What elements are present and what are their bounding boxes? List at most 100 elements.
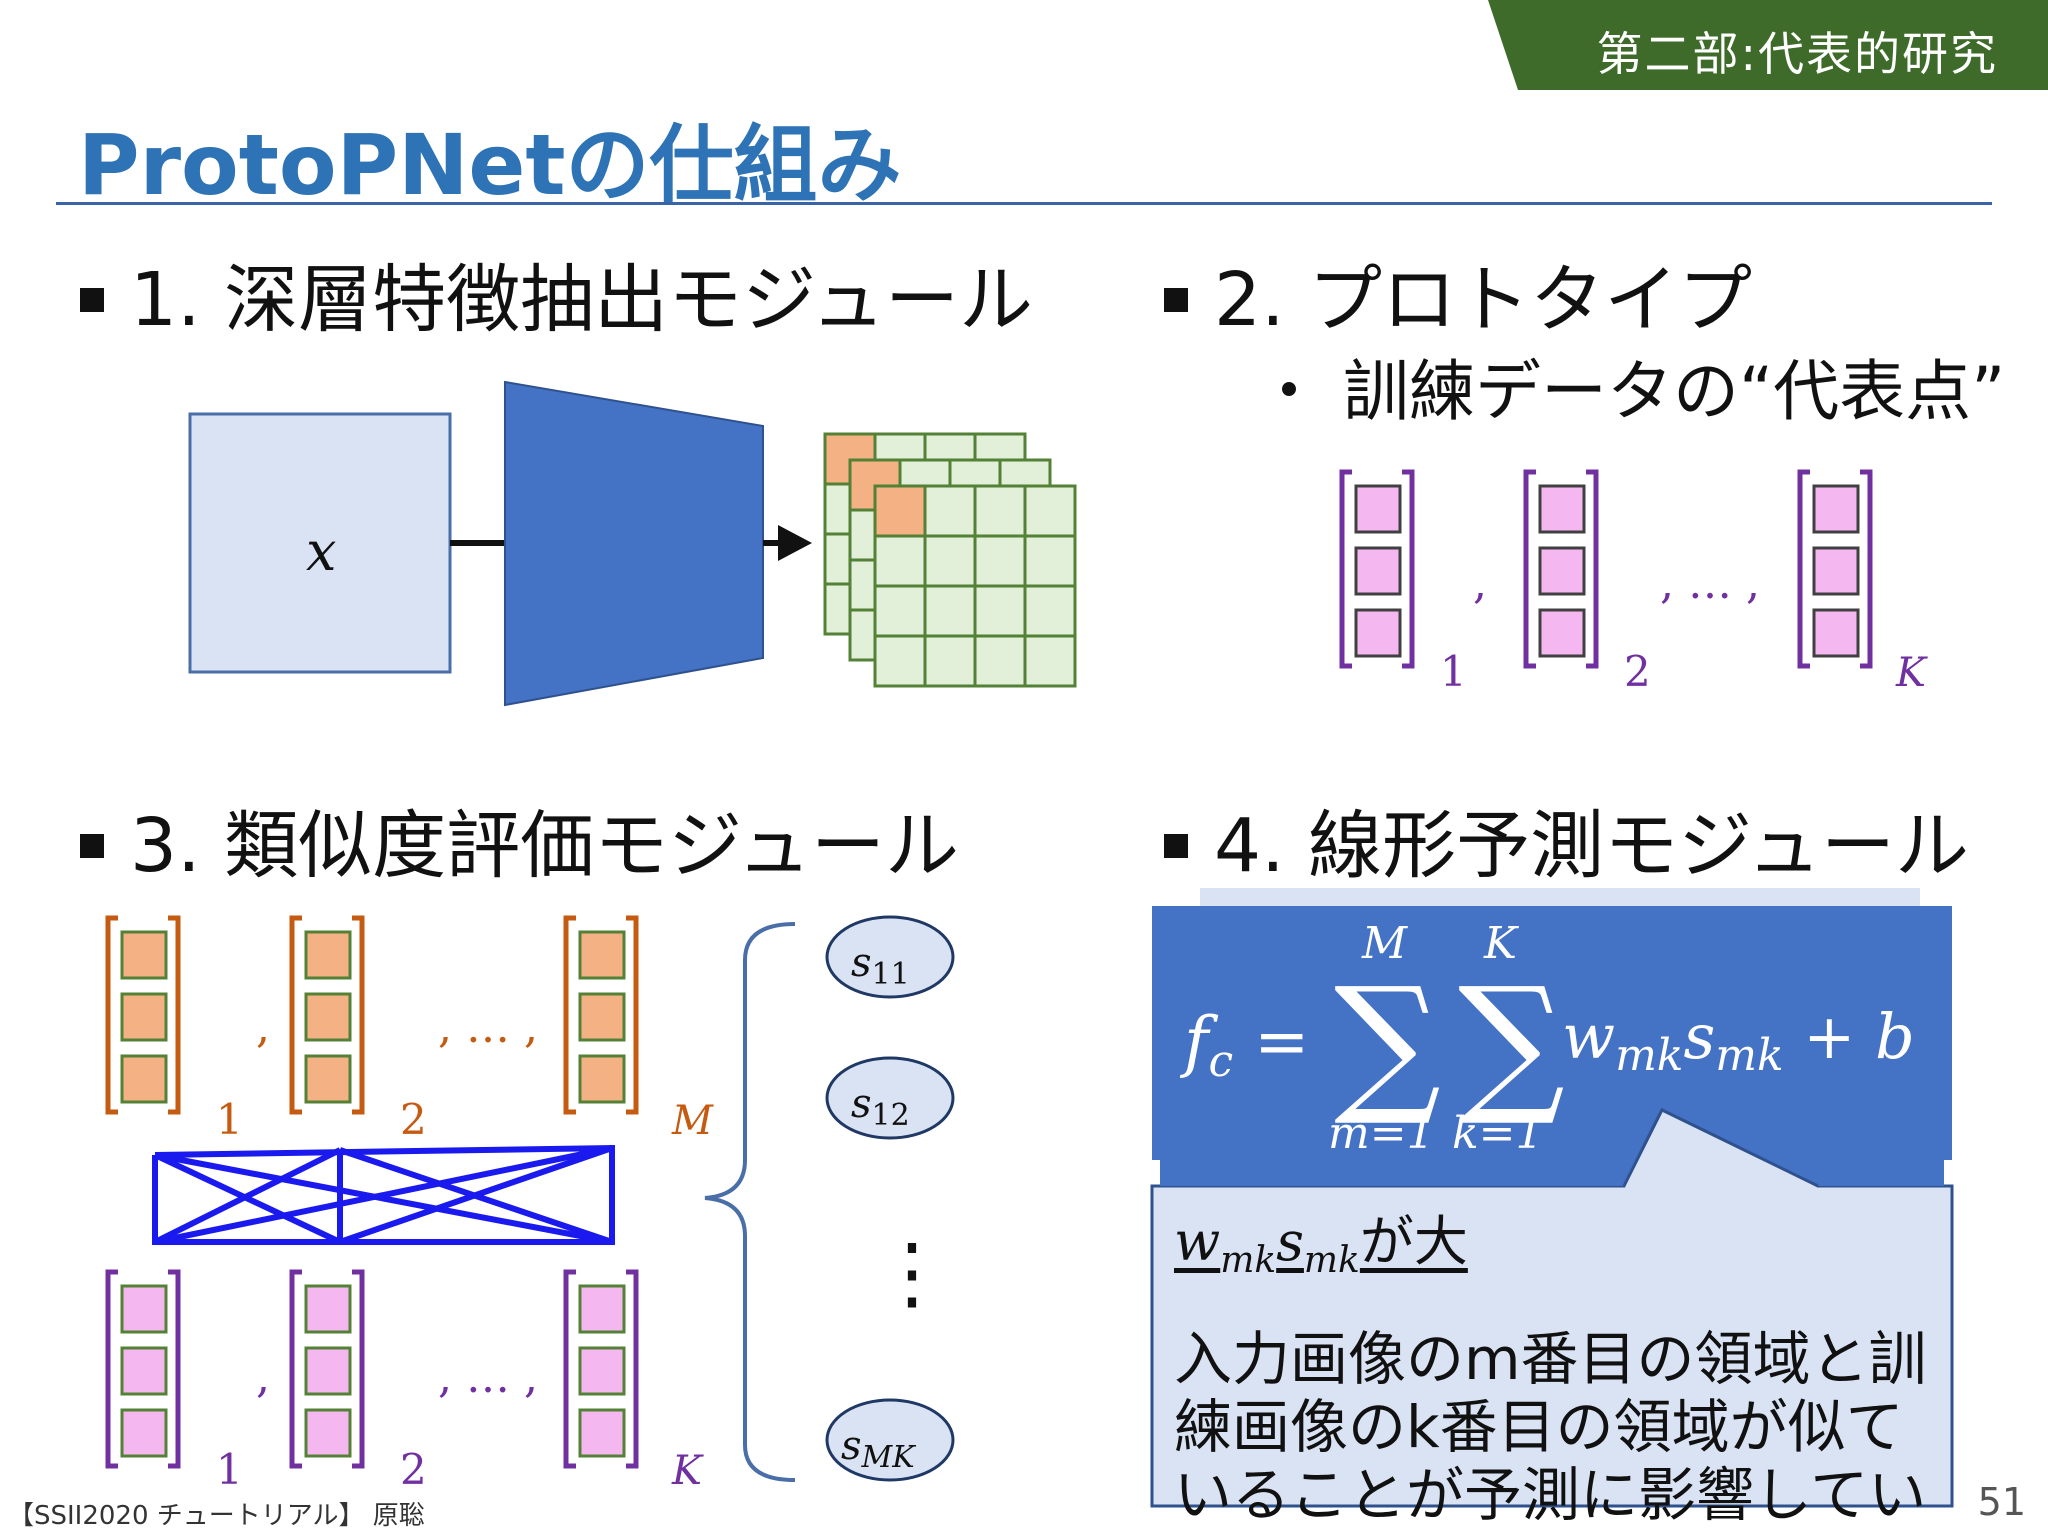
vector-cell — [1354, 546, 1402, 596]
feature-cell — [1023, 484, 1077, 538]
left-bracket — [1797, 469, 1810, 669]
vector-cell — [1354, 484, 1402, 534]
footer-credit: 【SSII2020 チュートリアル】 原聡 — [8, 1501, 425, 1531]
feature-cell — [1023, 534, 1077, 588]
sum-symbol-m: ∑ — [1334, 956, 1441, 1130]
prototype-description: ・ 訓練データの“代表点” — [1256, 353, 2006, 430]
bracketed-vector — [289, 1269, 365, 1469]
bracketed-vector — [289, 915, 365, 1115]
vector-cell — [1538, 484, 1586, 534]
right-bracket — [626, 1269, 639, 1469]
feature-cell — [923, 484, 977, 538]
vector-cell — [304, 992, 352, 1042]
formula-box — [1152, 906, 1952, 1160]
prototype-vectors — [1339, 469, 1873, 669]
vector-cell — [1354, 608, 1402, 658]
left-bracket — [563, 915, 576, 1115]
right-bracket — [1586, 469, 1599, 669]
left-bracket — [289, 915, 302, 1115]
score-ellipse-s11 — [825, 915, 955, 999]
bracketed-vector — [105, 1269, 181, 1469]
callout-body-line-2: 練画像のk番目の領域が似て — [1174, 1392, 1904, 1461]
feature-cell — [873, 634, 927, 688]
vector-cell — [1538, 608, 1586, 658]
vector-cell — [120, 1284, 168, 1334]
feature-cell — [923, 534, 977, 588]
heading-text: 2. プロトタイプ — [1214, 257, 1753, 343]
bracketed-vector — [563, 915, 639, 1115]
heading-feature-extraction: 1. 深層特徴抽出モジュール — [80, 240, 1033, 347]
callout-pointer-fill — [1624, 1110, 1818, 1186]
right-bracket — [1860, 469, 1873, 669]
left-bracket — [1523, 469, 1536, 669]
vector-cell — [578, 1054, 626, 1104]
feature-cell — [973, 634, 1027, 688]
feature-cell — [923, 584, 977, 638]
callout-text: wmksmkが大 入力画像のm番目の領域と訓 練画像のk番目の領域が似て いるこ… — [1174, 1208, 1934, 1536]
bracketed-vector — [1797, 469, 1873, 669]
slide-title: ProtoPNetの仕組み — [78, 116, 902, 214]
feature-sub-1: 1 — [216, 1095, 243, 1144]
formula-lhs: fc = — [1179, 1003, 1309, 1087]
vector-cell — [120, 1408, 168, 1458]
right-bracket — [1402, 469, 1415, 669]
vector-cell — [1538, 546, 1586, 596]
feature-cell — [873, 534, 927, 588]
sum-m-upper: M — [1361, 918, 1408, 969]
feature-cell — [973, 484, 1027, 538]
sum-symbol-k: ∑ — [1458, 956, 1565, 1130]
vector-cell — [578, 930, 626, 980]
vector-cell — [578, 992, 626, 1042]
right-bracket — [168, 1269, 181, 1469]
vertical-ellipsis: ⋮ — [872, 1226, 952, 1319]
callout-pointer — [1622, 1108, 1819, 1188]
link-line — [154, 1152, 613, 1245]
feature-cell — [1023, 584, 1077, 638]
vector-cell — [304, 1408, 352, 1458]
page-number: 51 — [1977, 1480, 2026, 1524]
left-bracket — [289, 1269, 302, 1469]
score-brace — [704, 922, 796, 1482]
feature-cell — [873, 584, 927, 638]
bracketed-vector — [1523, 469, 1599, 669]
right-bracket — [352, 915, 365, 1115]
title-underline — [56, 202, 1992, 205]
sum-k-upper: K — [1483, 918, 1519, 969]
vector-cell — [120, 1054, 168, 1104]
feature-vectors-top — [105, 915, 639, 1115]
link-line — [153, 1147, 342, 1245]
vector-cell — [578, 1346, 626, 1396]
callout-body-line-1: 入力画像のm番目の領域と訓 — [1174, 1324, 1927, 1393]
formula-box-lower — [1160, 1160, 1944, 1186]
link-line — [154, 1145, 613, 1245]
proto-sub-2: 2 — [1624, 647, 1651, 696]
vector-cell — [578, 1408, 626, 1458]
section-label: 第二部:代表的研究 — [1596, 27, 1998, 81]
proto3-comma: , — [256, 1352, 270, 1403]
left-bracket — [105, 1269, 118, 1469]
similarity-links — [152, 1144, 615, 1245]
feature-map-stack — [823, 432, 1077, 688]
vector-cell — [1812, 484, 1860, 534]
feature-sub-2: 2 — [400, 1095, 427, 1144]
vector-cell — [120, 992, 168, 1042]
vector-cell — [120, 1346, 168, 1396]
heading-text: 1. 深層特徴抽出モジュール — [130, 257, 1033, 343]
right-bracket — [352, 1269, 365, 1469]
feature-cell — [973, 534, 1027, 588]
proto3-sub-K: K — [671, 1448, 704, 1494]
vector-cell — [304, 1346, 352, 1396]
feature-sub-M: M — [671, 1098, 714, 1144]
input-image-box — [188, 412, 452, 674]
heading-text: 4. 線形予測モジュール — [1214, 803, 1969, 889]
bullet-square — [80, 834, 104, 859]
encoder-trapezoid — [504, 380, 764, 707]
feature-comma: , — [256, 1002, 270, 1053]
bracketed-vector — [563, 1269, 639, 1469]
callout-title: wmksmkが大 — [1174, 1210, 1468, 1281]
bullet-square — [1164, 288, 1188, 313]
sum-k-lower: k=1 — [1452, 1108, 1544, 1159]
vector-cell — [304, 1284, 352, 1334]
